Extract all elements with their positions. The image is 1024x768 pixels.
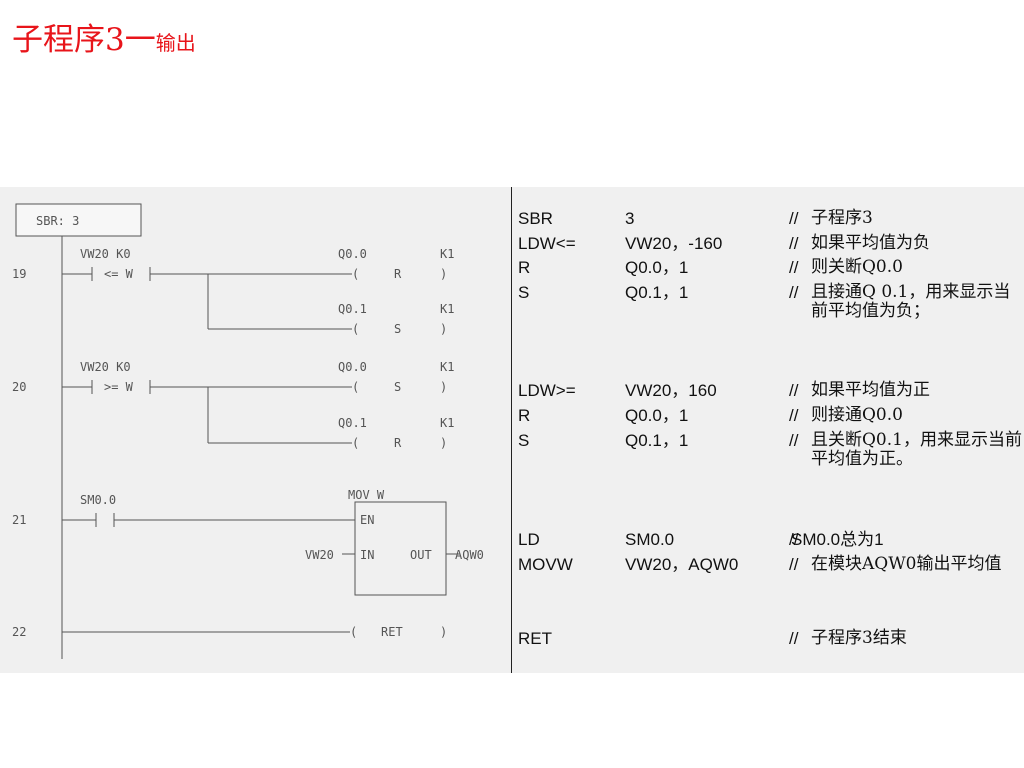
stl-operand: Q0.0，1 bbox=[625, 406, 689, 425]
comment-text: 如果平均值为负 bbox=[811, 233, 930, 253]
comment-text: 子程序3 bbox=[811, 208, 873, 228]
coil-close-paren: ) bbox=[440, 267, 447, 281]
comment-text: SM0.0总为1 bbox=[791, 530, 884, 549]
stl-opcode: S bbox=[518, 431, 530, 450]
slide-title-sub: 输出 bbox=[155, 31, 196, 55]
stl-comment: // 如果平均值为负 bbox=[789, 233, 1024, 254]
ladder-diagram: SBR: 3 19 VW20 K0 <= W Q0.0 K1 ( R ) Q0.… bbox=[12, 203, 484, 659]
comment-marker: // bbox=[789, 555, 799, 574]
stl-operand: VW20，-160 bbox=[625, 234, 723, 253]
comment-marker: // bbox=[789, 381, 799, 400]
stl-operand: Q0.1，1 bbox=[625, 283, 689, 302]
stl-comment: // 在模块AQW0输出平均值 bbox=[789, 554, 1024, 575]
contact-label: VW20 K0 bbox=[80, 360, 131, 374]
comment-marker: // bbox=[789, 431, 799, 450]
coil-address: Q0.1 bbox=[338, 416, 367, 430]
box-out-value: AQW0 bbox=[455, 548, 484, 562]
comment-marker: // bbox=[789, 283, 799, 302]
stl-comment: // 子程序3 bbox=[789, 208, 1024, 229]
stl-operand: VW20，AQW0 bbox=[625, 555, 739, 574]
network-number: 21 bbox=[12, 513, 26, 527]
coil-close-paren: ) bbox=[440, 436, 447, 450]
box-in-value: VW20 bbox=[305, 548, 334, 562]
comment-text: 在模块AQW0输出平均值 bbox=[811, 554, 1002, 574]
stl-opcode: R bbox=[518, 258, 531, 277]
stl-operand: Q0.0，1 bbox=[625, 258, 689, 277]
coil-open-paren: ( bbox=[352, 267, 359, 281]
contact-label: SM0.0 bbox=[80, 493, 116, 507]
slide-title-main: 子程序3一 bbox=[12, 22, 156, 58]
stl-comment: // 且关断Q0.1，用来显示当前平均值为正。 bbox=[789, 431, 1024, 469]
stl-opcode: RET bbox=[518, 629, 552, 648]
return-coil: RET bbox=[381, 625, 403, 639]
stl-operand: SM0.0 bbox=[625, 530, 675, 549]
coil-open-paren: ( bbox=[352, 380, 359, 394]
comment-marker: // bbox=[789, 406, 799, 425]
stl-opcode: R bbox=[518, 406, 531, 425]
coil-count: K1 bbox=[440, 360, 454, 374]
comment-marker: // bbox=[789, 234, 799, 253]
coil-address: Q0.1 bbox=[338, 302, 367, 316]
coil-operation: S bbox=[394, 322, 401, 336]
stl-comment: // 则接通Q0.0 bbox=[789, 405, 1024, 426]
compare-operator: <= W bbox=[104, 267, 134, 281]
coil-close-paren: ) bbox=[440, 625, 447, 639]
stl-comment: // 则关断Q0.0 bbox=[789, 257, 1024, 278]
stl-opcode: S bbox=[518, 283, 530, 302]
stl-opcode: SBR bbox=[518, 209, 553, 228]
stl-listing: SBR 3 // 子程序3 LDW<= VW20，-160 // 如果平均值为负 R… bbox=[512, 187, 1024, 673]
comment-marker: // bbox=[789, 209, 799, 228]
stl-opcode: LDW>= bbox=[518, 381, 576, 400]
coil-open-paren: ( bbox=[350, 625, 357, 639]
stl-comment: // 子程序3结束 bbox=[789, 628, 1024, 649]
coil-count: K1 bbox=[440, 416, 454, 430]
stl-opcode: LD bbox=[518, 530, 540, 549]
comment-marker: // bbox=[789, 629, 799, 648]
comment-text: 且接通Q 0.1，用来显示当前平均值为负； bbox=[811, 282, 1011, 321]
coil-address: Q0.0 bbox=[338, 360, 367, 374]
stl-operand: 3 bbox=[625, 209, 635, 228]
stl-opcode: MOVW bbox=[518, 555, 573, 574]
coil-count: K1 bbox=[440, 247, 454, 261]
panel-divider bbox=[511, 187, 512, 673]
stl-comment: // 如果平均值为正 bbox=[789, 380, 1024, 401]
coil-operation: R bbox=[394, 436, 402, 450]
program-panel: SBR: 3 19 VW20 K0 <= W Q0.0 K1 ( R ) Q0.… bbox=[0, 187, 1024, 673]
box-out-pin: OUT bbox=[410, 548, 432, 562]
stl-comment: // 且接通Q 0.1，用来显示当前平均值为负； bbox=[789, 283, 1024, 321]
stl-opcode: LDW<= bbox=[518, 234, 576, 253]
comment-text: 则接通Q0.0 bbox=[811, 405, 903, 425]
coil-close-paren: ) bbox=[440, 380, 447, 394]
coil-count: K1 bbox=[440, 302, 454, 316]
coil-operation: S bbox=[394, 380, 401, 394]
network-number: 22 bbox=[12, 625, 26, 639]
stl-operand: Q0.1，1 bbox=[625, 431, 689, 450]
comment-text: 子程序3结束 bbox=[811, 628, 907, 648]
network-number: 19 bbox=[12, 267, 26, 281]
stl-operand: VW20，160 bbox=[625, 381, 717, 400]
comment-text: 且关断Q0.1，用来显示当前平均值为正。 bbox=[811, 430, 1022, 469]
slide-title: 子程序3一输出 bbox=[12, 14, 196, 59]
comment-marker: // bbox=[789, 258, 799, 277]
box-in-pin: IN bbox=[360, 548, 374, 562]
coil-open-paren: ( bbox=[352, 322, 359, 336]
stl-comment: //SM0.0总为1 bbox=[789, 530, 1024, 549]
comment-text: 如果平均值为正 bbox=[811, 380, 930, 400]
coil-open-paren: ( bbox=[352, 436, 359, 450]
coil-address: Q0.0 bbox=[338, 247, 367, 261]
coil-operation: R bbox=[394, 267, 402, 281]
box-enable-pin: EN bbox=[360, 513, 374, 527]
ladder-header: SBR: 3 bbox=[36, 214, 79, 228]
compare-operator: >= W bbox=[104, 380, 134, 394]
comment-text: 则关断Q0.0 bbox=[811, 257, 903, 277]
coil-close-paren: ) bbox=[440, 322, 447, 336]
network-number: 20 bbox=[12, 380, 26, 394]
box-name: MOV_W bbox=[348, 488, 385, 502]
contact-label: VW20 K0 bbox=[80, 247, 131, 261]
